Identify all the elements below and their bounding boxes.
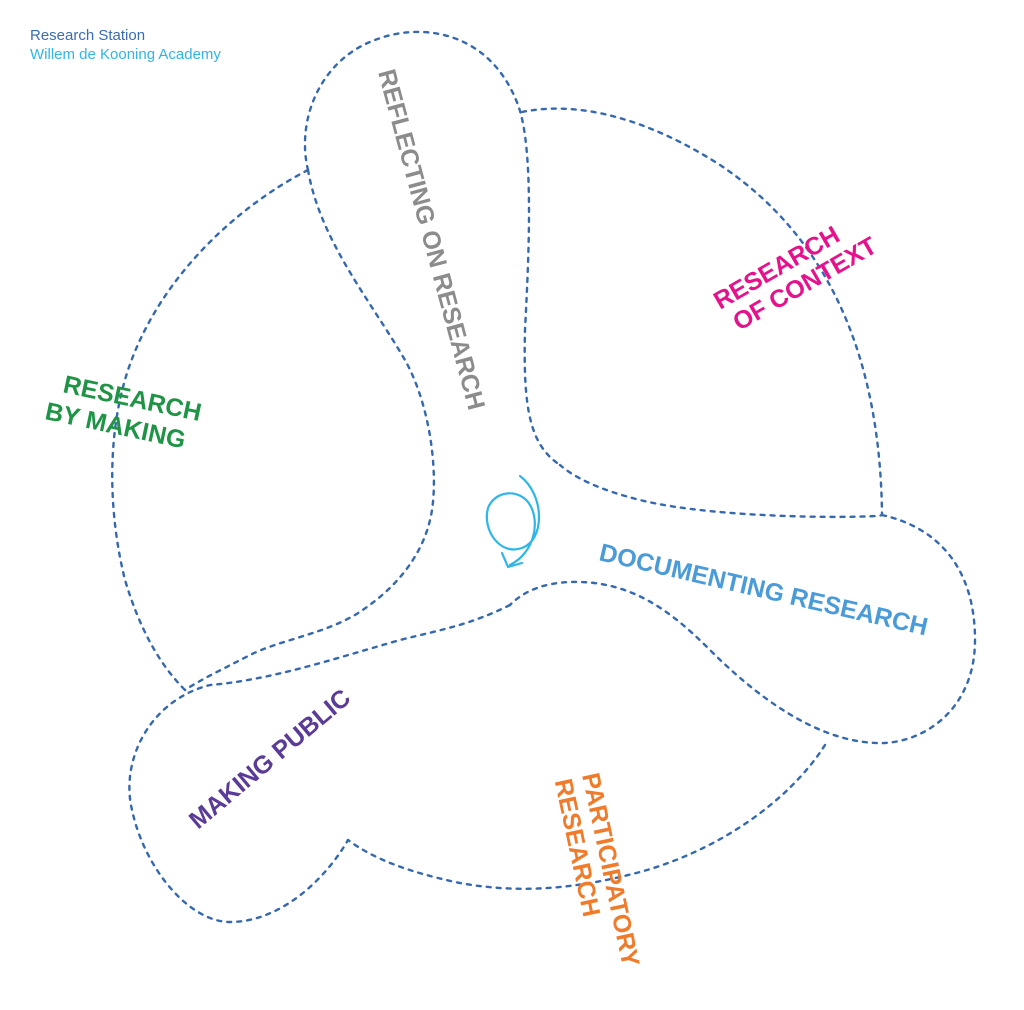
lobe-participatory <box>346 743 827 890</box>
label-reflecting: REFLECTING ON RESEARCH <box>372 66 490 413</box>
label-making: RESEARCH BY MAKING <box>43 370 204 454</box>
lobe-reflecting <box>303 30 562 467</box>
cycle-arrow-icon <box>485 474 541 569</box>
lobe-context <box>520 107 884 519</box>
label-documenting: DOCUMENTING RESEARCH <box>597 539 931 642</box>
institution-name: Willem de Kooning Academy <box>30 46 221 63</box>
header: Research Station Willem de Kooning Acade… <box>30 26 221 64</box>
lobe-documenting <box>508 513 977 745</box>
label-participatory: PARTICIPATORY RESEARCH <box>549 770 645 969</box>
lobe-public <box>128 603 512 924</box>
lobe-making-inner <box>183 168 436 692</box>
label-public: MAKING PUBLIC <box>184 684 356 835</box>
label-context: RESEARCH OF CONTEXT <box>709 221 882 337</box>
org-name: Research Station <box>30 27 146 44</box>
lobe-making <box>111 168 310 692</box>
